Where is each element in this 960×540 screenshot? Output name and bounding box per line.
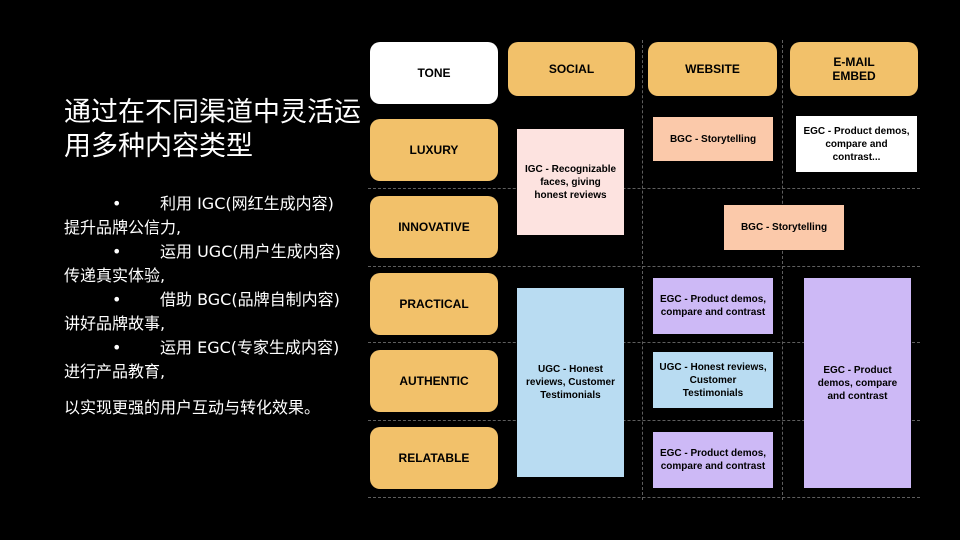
grid-line-v1	[642, 40, 643, 500]
bullet-marker: •	[112, 242, 122, 261]
grid-line-h1	[368, 188, 920, 189]
card-ugc-website-authentic: UGC - Honest reviews, Customer Testimoni…	[653, 352, 773, 408]
grid-line-v2	[782, 40, 783, 500]
card-bgc-innovative: BGC - Storytelling	[724, 205, 844, 250]
bullet-text-ugc: 运用 UGC(用户生成内容)传递真实体验,	[64, 242, 341, 285]
card-ugc-social: UGC - Honest reviews, Customer Testimoni…	[517, 288, 624, 477]
tone-practical: PRACTICAL	[370, 273, 498, 335]
bullet-item-igc: •利用 IGC(网红生成内容)提升品牌公信力,	[64, 192, 344, 240]
summary-text: 以实现更强的用户互动与转化效果。	[64, 398, 321, 417]
card-egc-email-tall: EGC - Product demos, compare and contras…	[804, 278, 911, 488]
bullet-item-egc: •运用 EGC(专家生成内容)进行产品教育,	[64, 336, 344, 384]
grid-line-h2	[368, 266, 920, 267]
card-bgc-website-luxury: BGC - Storytelling	[653, 117, 773, 161]
tone-authentic: AUTHENTIC	[370, 350, 498, 412]
tone-relatable: RELATABLE	[370, 427, 498, 489]
bullet-marker: •	[112, 338, 122, 357]
grid-line-h3	[368, 342, 920, 343]
card-egc-website-practical: EGC - Product demos, compare and contras…	[653, 278, 773, 334]
grid-line-h5	[368, 497, 920, 498]
tone-innovative: INNOVATIVE	[370, 196, 498, 258]
slide-title: 通过在不同渠道中灵活运用多种内容类型	[64, 97, 361, 162]
bullet-text-egc: 运用 EGC(专家生成内容)进行产品教育,	[64, 338, 340, 381]
bullet-text-bgc: 借助 BGC(品牌自制内容)讲好品牌故事,	[64, 290, 340, 333]
card-igc-social: IGC - Recognizable faces, giving honest …	[517, 129, 624, 235]
header-tone: TONE	[370, 42, 498, 104]
card-egc-email-luxury: EGC - Product demos, compare and contras…	[796, 116, 917, 172]
card-egc-website-relatable: EGC - Product demos, compare and contras…	[653, 432, 773, 488]
bullet-text-igc: 利用 IGC(网红生成内容)提升品牌公信力,	[64, 194, 334, 237]
bullet-item-bgc: •借助 BGC(品牌自制内容)讲好品牌故事,	[64, 288, 344, 336]
bullet-marker: •	[112, 194, 122, 213]
grid-line-h4	[368, 420, 920, 421]
header-website: WEBSITE	[648, 42, 777, 96]
bullet-list: •利用 IGC(网红生成内容)提升品牌公信力, •运用 UGC(用户生成内容)传…	[64, 192, 344, 384]
bullet-marker: •	[112, 290, 122, 309]
header-email-embed: E-MAIL EMBED	[790, 42, 918, 96]
tone-luxury: LUXURY	[370, 119, 498, 181]
bullet-item-ugc: •运用 UGC(用户生成内容)传递真实体验,	[64, 240, 344, 288]
header-social: SOCIAL	[508, 42, 635, 96]
